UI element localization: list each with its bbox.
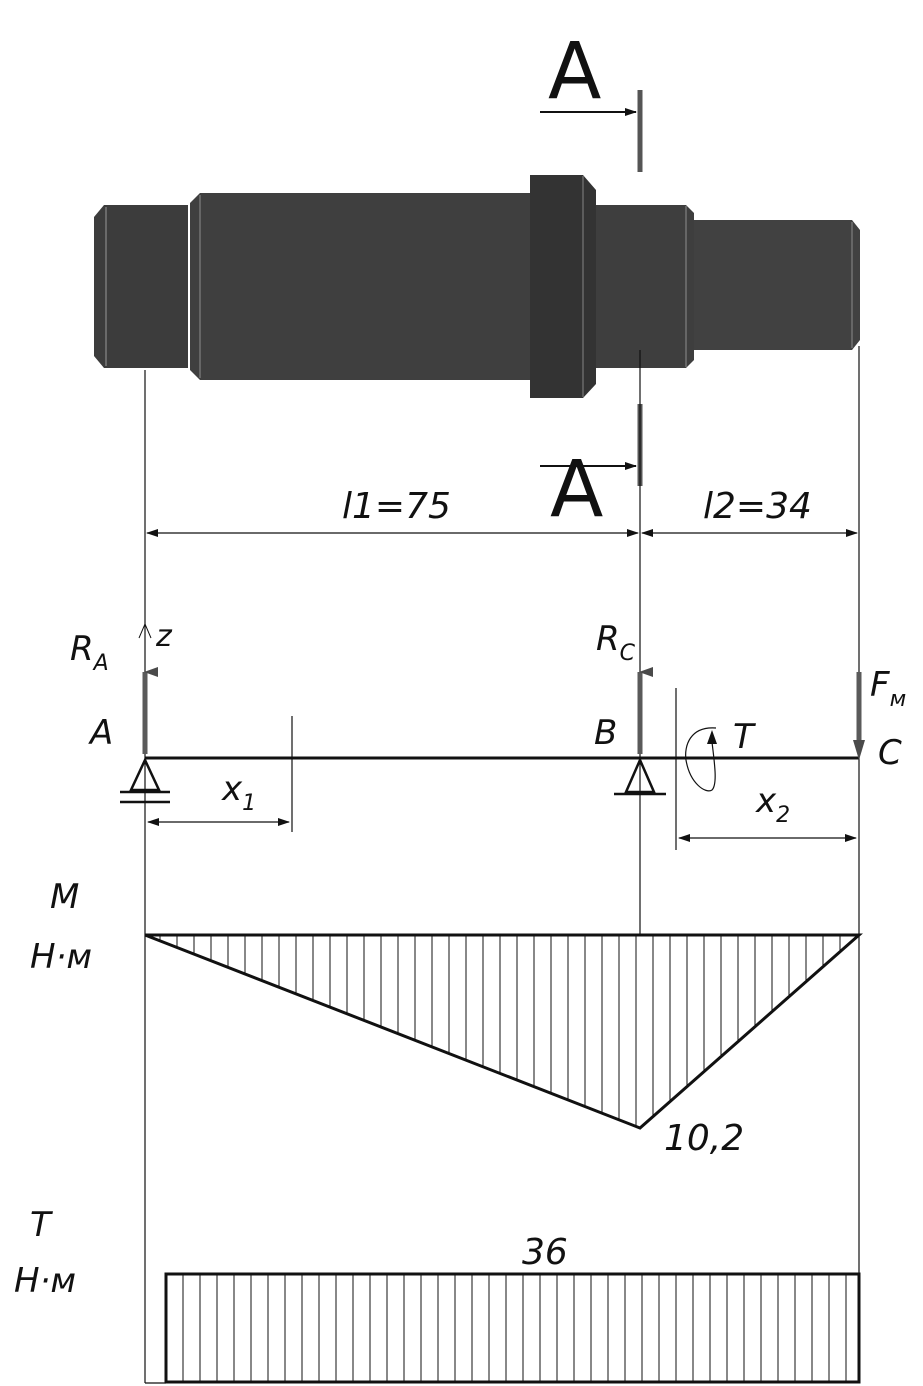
moment-hatching xyxy=(159,935,858,1127)
point-a-label: A xyxy=(88,713,113,753)
axis-z-label: z xyxy=(155,619,173,654)
torque-value: 36 xyxy=(522,1232,568,1273)
torque-diagram: T Н·м 36 xyxy=(14,1205,861,1384)
torque-title: T xyxy=(30,1205,53,1245)
moment-title: M xyxy=(50,877,79,917)
torque-hatching xyxy=(182,1274,847,1382)
moment-diagram: M Н·м 10,2 xyxy=(30,877,863,1159)
support-b xyxy=(614,756,666,796)
dim-l2-label: l2=34 xyxy=(703,486,812,527)
torque-label: T xyxy=(733,717,756,757)
x2-label: x2 xyxy=(755,781,790,828)
point-c-label: C xyxy=(878,733,902,773)
torque-arrow xyxy=(685,727,717,792)
loading-scheme: z RA A x1 RC B T x2 xyxy=(70,619,906,850)
support-a xyxy=(120,757,170,804)
point-b-label: B xyxy=(594,713,617,753)
reaction-rc-label: RC xyxy=(596,619,636,666)
shaft-right-end xyxy=(694,220,860,350)
shaft-main-body xyxy=(190,193,530,380)
shaft-drawing xyxy=(94,175,860,398)
moment-unit: Н·м xyxy=(30,937,92,977)
extension-lines xyxy=(144,346,860,1384)
force-fm-label: Fм xyxy=(870,665,906,712)
section-label-top: A xyxy=(548,27,601,117)
moment-outline xyxy=(144,933,863,1130)
section-label-bottom: A xyxy=(550,445,603,535)
shaft-left-end xyxy=(94,205,188,368)
x1-label: x1 xyxy=(221,769,256,816)
shaft-collar xyxy=(530,175,596,398)
dimension-lines: l1=75 l2=34 xyxy=(146,486,858,537)
dim-l1-label: l1=75 xyxy=(342,486,451,527)
reaction-ra-label: RA xyxy=(70,629,109,676)
torque-outline xyxy=(164,1272,861,1384)
shaft-bearing-seat xyxy=(596,205,694,368)
moment-peak-value: 10,2 xyxy=(664,1118,744,1159)
section-cut-a-a: A A xyxy=(540,27,643,535)
torque-unit: Н·м xyxy=(14,1261,76,1301)
